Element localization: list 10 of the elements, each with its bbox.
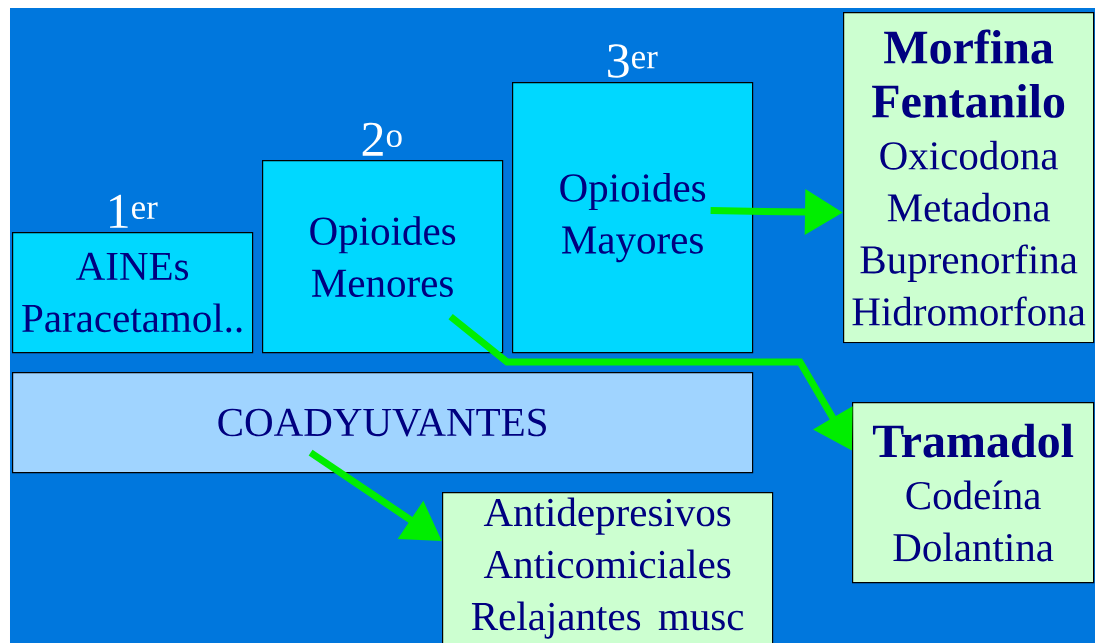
step-number: 2$^{o}$ — [362, 122, 402, 156]
step-box: AINEs Paracetamol.. — [12, 232, 254, 354]
step-box: Opioides Menores — [262, 160, 504, 354]
drug-list-box: Morfina Fentanilo Oxicodona Metadona Buprenorfina Hidromorfona — [843, 12, 1095, 344]
drug-list-box: Antidepresivos Anticomiciales Relajantes musc — [442, 492, 774, 643]
step-number: 3$^{er}$ — [608, 44, 658, 78]
drug-list-box: Tramadol Codeína Dolantina — [852, 402, 1095, 584]
step-number: 1$^{er}$ — [110, 194, 158, 228]
step-box: Opioides Mayores — [512, 82, 754, 354]
adjuvant-band: COADYUVANTES — [12, 372, 754, 474]
